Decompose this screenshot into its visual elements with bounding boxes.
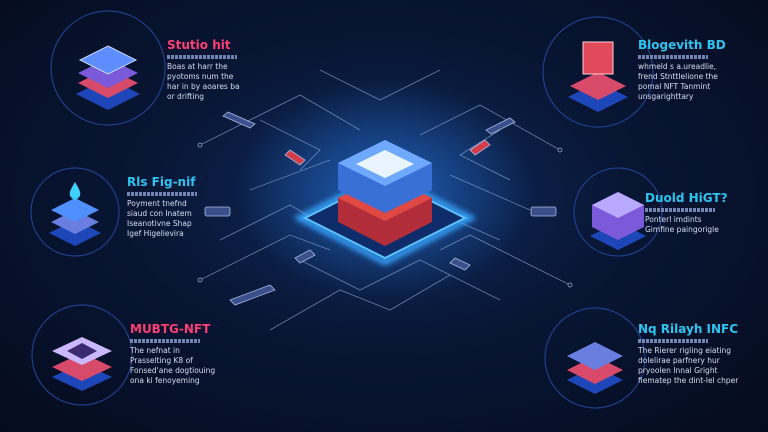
node-title: Nq Rilayh INFC	[638, 322, 739, 336]
node-description: The Rierer rigling eiating dolelirae par…	[638, 346, 739, 385]
node-title: MUBTG-NFT	[130, 322, 211, 336]
node-card-mid-right: Duold HiGT? Ponterl imdints Gimfine pain…	[645, 191, 728, 235]
node-title: Blogevith BD	[638, 38, 726, 52]
node-card-mid-left: Rls Fig-nif Poyment tnefnd siaud con Ina…	[127, 175, 197, 239]
node-description: The nefnat in Prasselting K8 of Fonsed'a…	[130, 346, 216, 385]
node-title: Stutio hit	[167, 38, 231, 52]
node-rings	[30, 10, 663, 409]
node-card-bottom-right: Nq Rilayh INFC The Rierer rigling eiatin…	[638, 322, 738, 386]
node-description: Poyment tnefnd siaud con Inatem Iseanoti…	[127, 199, 192, 238]
node-description: Ponterl imdints Gimfine paingorigle	[645, 215, 719, 234]
arrow-connectors	[204, 111, 557, 306]
hexagon-icon	[197, 142, 573, 288]
stack-icons	[49, 41, 646, 394]
node-title: Duold HiGT?	[645, 191, 728, 205]
node-title: Rls Fig-nif	[127, 175, 196, 189]
node-card-top-right: Blogevith BD whmeld s a.ureadlie, frend …	[638, 38, 726, 102]
node-description: Boas at harr the pyotoms num the har in …	[167, 62, 240, 101]
node-card-bottom-left: MUBTG-NFT The nefnat in Prasselting K8 o…	[130, 322, 215, 386]
node-description: whmeld s a.ureadlie, frend Stnttlelione …	[638, 62, 718, 101]
central-chip	[293, 140, 477, 266]
node-card-top-left: Stutio hit Boas at harr the pyotoms num …	[167, 38, 240, 102]
